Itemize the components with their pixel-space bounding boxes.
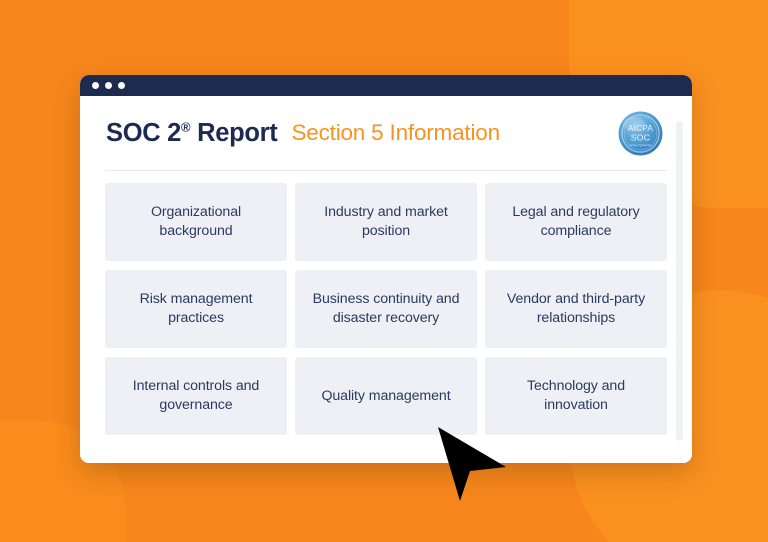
svg-text:SOC: SOC: [631, 132, 651, 142]
report-header: SOC 2® Report Section 5 Information: [105, 96, 667, 170]
section-card-label: Quality management: [321, 387, 451, 404]
registered-mark: ®: [181, 119, 191, 134]
window-dot-minimize-icon[interactable]: [105, 82, 112, 89]
vertical-scrollbar[interactable]: [676, 121, 683, 441]
aicpa-soc-badge: AICPA SOC aicpa.org/soc4so: [618, 111, 663, 156]
browser-window: SOC 2® Report Section 5 Information: [80, 75, 692, 463]
window-titlebar: [80, 75, 692, 96]
section-card-grid: Organizational background Industry and m…: [105, 183, 667, 435]
section-card-label: Vendor and third-party relationships: [506, 291, 646, 326]
svg-text:aicpa.org/soc4so: aicpa.org/soc4so: [629, 143, 652, 147]
window-dot-close-icon[interactable]: [92, 82, 99, 89]
section-card-label: Industry and market position: [324, 204, 448, 239]
section-card[interactable]: Technology and innovation: [485, 357, 667, 435]
window-dot-maximize-icon[interactable]: [118, 82, 125, 89]
section-card[interactable]: Industry and market position: [295, 183, 477, 261]
section-card[interactable]: Quality management: [295, 357, 477, 435]
svg-text:AICPA: AICPA: [628, 124, 653, 133]
section-card[interactable]: Risk management practices: [105, 270, 287, 348]
section-card-label: Business continuity and disaster recover…: [312, 291, 460, 326]
page-subtitle: Section 5 Information: [291, 120, 500, 145]
section-card[interactable]: Organizational background: [105, 183, 287, 261]
section-card-label: Technology and innovation: [527, 378, 625, 413]
section-card-label: Risk management practices: [139, 291, 253, 326]
section-card[interactable]: Vendor and third-party relationships: [485, 270, 667, 348]
page-title-suffix: Report: [190, 118, 278, 147]
page-title-text: SOC 2: [106, 118, 182, 147]
section-card-label: Legal and regulatory compliance: [512, 204, 640, 239]
header-divider: [105, 170, 667, 171]
page-title: SOC 2® Report: [106, 118, 278, 148]
section-card-label: Internal controls and governance: [132, 378, 260, 413]
section-card[interactable]: Business continuity and disaster recover…: [295, 270, 477, 348]
section-card[interactable]: Legal and regulatory compliance: [485, 183, 667, 261]
section-card-label: Organizational background: [150, 204, 242, 239]
window-content: SOC 2® Report Section 5 Information: [80, 96, 692, 463]
section-card[interactable]: Internal controls and governance: [105, 357, 287, 435]
aicpa-soc-seal-icon: AICPA SOC aicpa.org/soc4so: [618, 111, 663, 155]
